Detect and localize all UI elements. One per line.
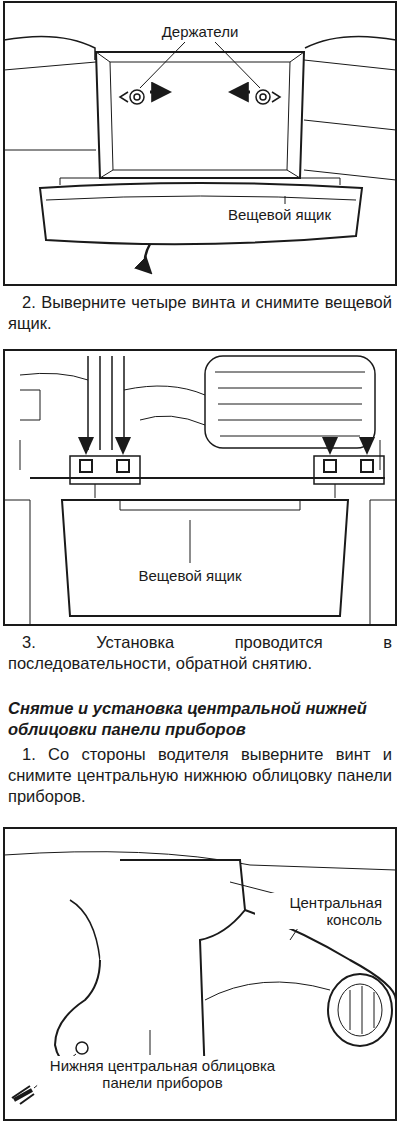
trim-figure-stroke <box>338 984 382 1036</box>
glovebox-figure-stroke <box>110 62 290 170</box>
instruction-text: 1. Со стороны водителя выверните винт и … <box>8 744 392 807</box>
screws-figure-stroke <box>88 356 124 450</box>
glovebox-figure-stroke <box>4 62 96 150</box>
glovebox-figure-stroke <box>304 60 396 180</box>
screws-figure-stroke <box>124 386 205 425</box>
screws-figure-stroke-stroke <box>78 437 94 455</box>
trim-figure-stroke <box>12 1086 34 1104</box>
section-heading: Снятие и установка центральной нижней об… <box>8 698 392 740</box>
trim-figure <box>4 828 396 1120</box>
glovebox-figure-stroke <box>145 244 150 272</box>
trim-figure-stroke <box>328 974 392 1046</box>
screws-figure-stroke-stroke <box>115 437 131 455</box>
glovebox-figure-stroke <box>256 90 270 104</box>
trim-figure-stroke <box>350 986 374 1034</box>
screws-figure-stroke <box>70 456 384 484</box>
instruction-text: 3. Установка проводится в последовательн… <box>8 632 392 674</box>
screws-figure-stroke <box>80 460 92 472</box>
glovebox-figure-stroke <box>260 94 266 100</box>
instruction-text: 2. Выверните четыре винта и снимите веще… <box>8 292 392 334</box>
screws-figure-stroke-stroke <box>322 437 338 455</box>
screws-figure-stroke <box>30 477 385 479</box>
screws-figure-stroke <box>120 500 300 510</box>
part-label: Вещевой ящик <box>225 205 355 224</box>
screws-figure-stroke-stroke <box>359 437 375 455</box>
part-label: Вещевой ящик <box>125 566 255 585</box>
glovebox-figure-stroke <box>120 92 128 102</box>
screws-figure-stroke <box>78 437 375 455</box>
glovebox-figure-stroke <box>285 196 286 204</box>
screws-figure-stroke <box>62 500 348 616</box>
screws-figure-stroke <box>190 520 191 563</box>
glovebox-figure <box>4 2 396 285</box>
glovebox-figure-stroke <box>4 36 95 60</box>
glovebox-figure-stroke <box>150 91 168 94</box>
glovebox-figure-stroke <box>40 183 362 244</box>
screws-figure-stroke <box>361 460 373 472</box>
screws-figure <box>4 350 396 625</box>
screws-figure-stroke <box>117 460 129 472</box>
part-label: Держатели <box>150 22 250 41</box>
trim-figure-stroke <box>150 1030 151 1055</box>
screws-figure-stroke <box>4 350 396 625</box>
screws-figure-stroke <box>95 484 335 498</box>
trim-figure-stroke <box>4 828 396 1120</box>
glovebox-figure-stroke <box>134 94 140 100</box>
screws-figure-stroke <box>205 356 375 448</box>
glovebox-figure-stroke <box>140 42 185 88</box>
trim-figure-stroke <box>55 860 245 1082</box>
glovebox-figure-stroke <box>46 196 356 200</box>
screws-figure-stroke <box>215 372 365 436</box>
screws-figure-stroke <box>4 500 396 625</box>
part-label: Нижняя центральная облицовка панели приб… <box>40 1056 285 1092</box>
glovebox-figure-stroke <box>272 92 280 102</box>
part-label: Центральная консоль <box>255 893 385 929</box>
glovebox-figure-stroke <box>232 91 250 94</box>
glovebox-figure-stroke <box>60 178 340 185</box>
trim-figure-stroke <box>14 1090 32 1100</box>
trim-figure-stroke <box>76 1042 88 1054</box>
glovebox-figure-stroke <box>215 42 260 88</box>
screws-figure-stroke <box>20 373 88 420</box>
glovebox-figure-stroke <box>4 2 396 285</box>
screws-figure-stroke <box>324 460 336 472</box>
glovebox-figure-stroke <box>305 36 396 48</box>
glovebox-figure-stroke <box>96 52 304 178</box>
trim-figure-stroke <box>70 900 100 960</box>
glovebox-figure-stroke <box>130 90 144 104</box>
trim-figure-stroke <box>205 982 330 1000</box>
glovebox-figure-stroke <box>96 52 304 178</box>
